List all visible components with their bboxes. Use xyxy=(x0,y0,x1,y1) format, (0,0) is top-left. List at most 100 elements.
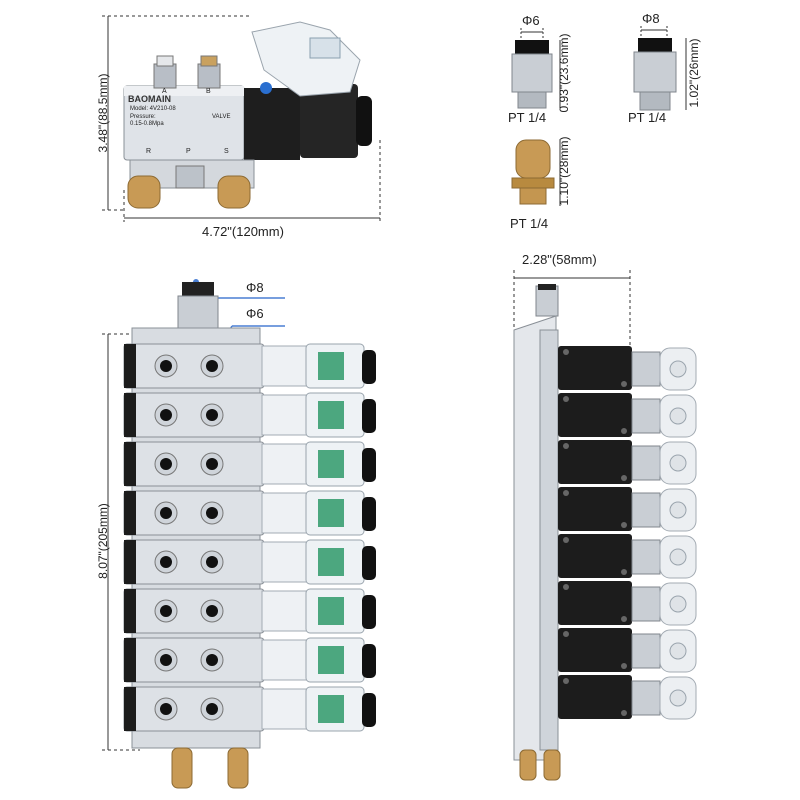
coil-end xyxy=(362,448,376,482)
valve-model-label: Model: 4V210-08 xyxy=(130,106,176,112)
coil-end xyxy=(362,595,376,629)
front-valve-unit xyxy=(123,392,376,438)
coil-body xyxy=(558,534,632,578)
screw-head xyxy=(563,349,569,355)
side-valve-unit xyxy=(558,440,697,485)
fitting2-thread-label: PT 1/4 xyxy=(628,110,667,125)
led-board xyxy=(318,597,344,625)
port-r-label: R xyxy=(146,148,152,155)
port-a-label: A xyxy=(162,88,167,95)
port-a-hole xyxy=(160,703,172,715)
coil-body xyxy=(558,675,632,719)
connector-screw xyxy=(669,407,687,425)
port-b-hole xyxy=(206,605,218,617)
connector-screw xyxy=(669,454,687,472)
fitting1-thread-label: PT 1/4 xyxy=(508,110,547,125)
connector-housing xyxy=(261,492,311,534)
side-fitting xyxy=(631,445,661,481)
fitting-8mm xyxy=(633,38,677,111)
port-a-hole xyxy=(160,360,172,372)
valve-end-cap xyxy=(124,540,136,584)
port-b-hole xyxy=(206,654,218,666)
screw-head xyxy=(621,428,627,434)
screw-head xyxy=(563,584,569,590)
coil-body xyxy=(558,487,632,531)
side-valve-unit xyxy=(558,534,697,579)
port-a-hole xyxy=(160,409,172,421)
front-valve-unit xyxy=(123,343,376,389)
valve-end-cap xyxy=(124,687,136,731)
valve-end-cap xyxy=(124,442,136,486)
screw-head xyxy=(621,616,627,622)
connector-housing xyxy=(261,345,311,387)
fitting1-diameter-label: Φ6 xyxy=(522,13,540,28)
led-board xyxy=(318,352,344,380)
coil-end xyxy=(362,350,376,384)
connector-housing xyxy=(261,394,311,436)
valve-body xyxy=(123,490,265,536)
coil-end xyxy=(362,546,376,580)
valve-body xyxy=(123,392,265,438)
valve-body xyxy=(123,588,265,634)
front-valve-unit xyxy=(123,490,376,536)
screw-head xyxy=(563,537,569,543)
screw-head xyxy=(621,522,627,528)
valve-body xyxy=(123,686,265,732)
coil-body xyxy=(558,581,632,625)
led-board xyxy=(318,695,344,723)
screw-head xyxy=(621,710,627,716)
valve-body xyxy=(123,637,265,683)
valve-end-cap xyxy=(124,393,136,437)
coil-end xyxy=(362,693,376,727)
valve-end-cap xyxy=(124,638,136,682)
front-valve-unit xyxy=(123,637,376,683)
side-fitting xyxy=(631,539,661,575)
side-width-dimension xyxy=(513,270,631,346)
screw-head xyxy=(563,396,569,402)
side-width-label: 2.28"(58mm) xyxy=(522,252,597,267)
connector-screw xyxy=(669,689,687,707)
port-s-label: S xyxy=(224,148,229,155)
manifold-side-mufflers xyxy=(519,749,561,781)
side-valve-unit xyxy=(558,581,697,626)
side-valve-unit xyxy=(558,393,697,438)
side-fitting xyxy=(631,586,661,622)
valve-body xyxy=(123,343,265,389)
fitting-8mm-dimensions xyxy=(640,26,687,110)
coil-end xyxy=(362,497,376,531)
single-valve xyxy=(123,21,372,209)
fitting-6mm xyxy=(511,40,553,109)
led-board xyxy=(318,646,344,674)
front-valve-unit xyxy=(123,686,376,732)
port-a-hole xyxy=(160,605,172,617)
screw-head xyxy=(563,443,569,449)
valve-end-cap xyxy=(124,491,136,535)
side-valve-unit xyxy=(558,346,697,391)
port-b-hole xyxy=(206,458,218,470)
screw-head xyxy=(621,475,627,481)
side-fitting xyxy=(631,492,661,528)
screw-head xyxy=(563,631,569,637)
port-b-hole xyxy=(206,409,218,421)
side-valve-unit xyxy=(558,487,697,532)
side-fitting xyxy=(631,398,661,434)
single-valve-height-label: 3.48"(88.5mm) xyxy=(96,73,110,153)
fitting2-height-label: 1.02"(26mm) xyxy=(687,38,701,108)
side-valve-unit xyxy=(558,628,697,673)
valve-body xyxy=(123,539,265,585)
port-a-hole xyxy=(160,507,172,519)
port-b-label: B xyxy=(206,88,211,95)
manifold-front-mufflers xyxy=(171,747,249,789)
manifold-height-dimension xyxy=(102,333,230,751)
valve-end-cap xyxy=(124,344,136,388)
connector-housing xyxy=(261,443,311,485)
port-a-hole xyxy=(160,458,172,470)
valve-end-cap xyxy=(124,589,136,633)
brass-muffler xyxy=(511,139,555,205)
screw-head xyxy=(563,490,569,496)
connector-screw xyxy=(669,548,687,566)
front-valve-unit xyxy=(123,441,376,487)
side-fitting xyxy=(631,351,661,387)
manifold-side xyxy=(513,284,559,761)
